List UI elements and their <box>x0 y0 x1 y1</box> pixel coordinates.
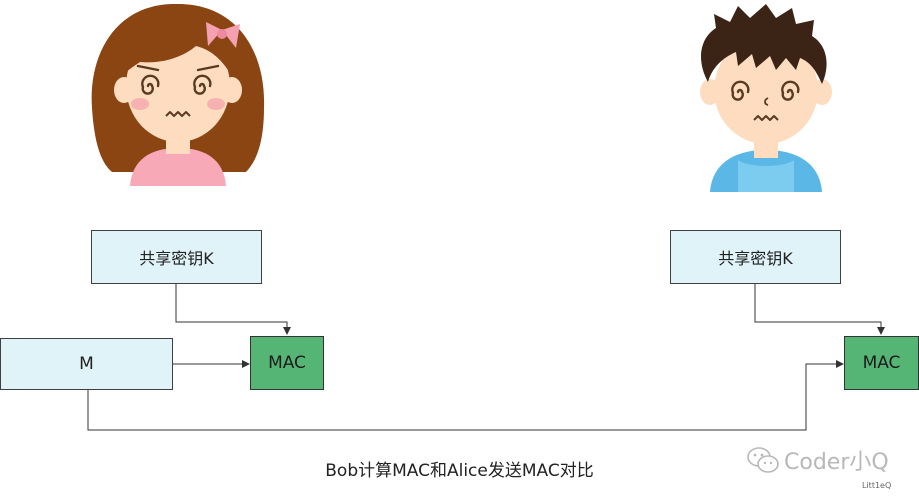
watermark-credit: Litt1eQ <box>862 481 892 490</box>
watermark-brand: Coder小Q <box>784 450 889 475</box>
bob-mac-box: MAC <box>844 336 919 390</box>
watermark: Coder小Q <box>746 444 889 476</box>
message-box: M <box>0 338 173 390</box>
bob-boy-icon <box>700 4 832 192</box>
wechat-icon <box>747 447 779 473</box>
bob-key-to-mac-connector <box>754 284 885 335</box>
message-to-bob-mac-connector <box>87 360 844 431</box>
bob-shared-key-box: 共享密钥K <box>670 230 841 284</box>
alice-shared-key-box: 共享密钥K <box>91 230 262 284</box>
alice-mac-box: MAC <box>250 336 324 390</box>
alice-girl-icon <box>91 3 265 186</box>
hair-bow-icon <box>206 22 240 48</box>
diagram-caption: Bob计算MAC和Alice发送MAC对比 <box>325 461 594 481</box>
key-to-mac-connector <box>175 284 291 335</box>
